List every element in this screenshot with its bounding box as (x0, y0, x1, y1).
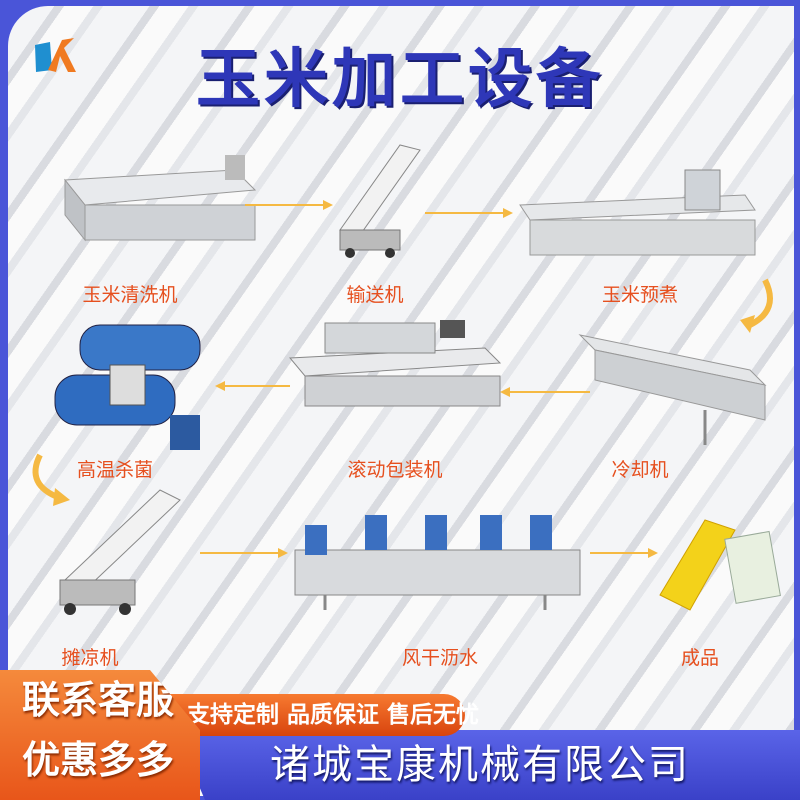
contact-text: 联系客服 (22, 678, 175, 722)
discount-text: 优惠多多 (22, 738, 175, 782)
step-label-cooler: 冷却机 (611, 459, 669, 481)
finished-corn-image (659, 519, 781, 611)
step-label-sterilize: 高温杀菌 (76, 459, 154, 481)
corn-washer-image (64, 155, 257, 242)
company-name: 诸城宝康机械有限公司 (270, 742, 690, 788)
page-title: 玉米加工设备 (196, 43, 604, 117)
precooker-image (519, 169, 756, 256)
curved-arrow-down-icon (32, 453, 70, 506)
arrow-left-icon (215, 381, 290, 391)
arrow-right-icon (425, 208, 513, 218)
company-logo (35, 38, 76, 72)
contact-block[interactable]: 联系客服 优惠多多 (0, 670, 200, 800)
step-label-cooling-conveyor: 摊凉机 (61, 647, 119, 669)
step-label-conveyor: 输送机 (346, 284, 404, 306)
conveyor-image (339, 144, 421, 258)
arrow-right-icon (245, 200, 333, 210)
slogan-banner: 支持定制 品质保证 售后无忧 (165, 694, 479, 736)
packaging-machine-image (288, 320, 502, 407)
arrow-left-icon (500, 387, 590, 397)
cooling-conveyor-image (59, 489, 181, 615)
company-bar: 诸城宝康机械有限公司 (175, 730, 800, 800)
step-label-air-dry: 风干沥水 (401, 647, 479, 669)
sterilizer-image (54, 324, 201, 450)
step-label-precook: 玉米预煮 (601, 284, 679, 306)
arrow-right-icon (590, 548, 658, 558)
step-label-washer: 玉米清洗机 (82, 284, 178, 306)
air-dryer-image (294, 515, 581, 610)
curved-arrow-down-icon (740, 278, 773, 333)
step-label-packaging: 滚动包装机 (347, 459, 443, 481)
arrow-right-icon (200, 548, 288, 558)
cooler-image (578, 334, 767, 445)
step-label-finished: 成品 (680, 647, 720, 669)
